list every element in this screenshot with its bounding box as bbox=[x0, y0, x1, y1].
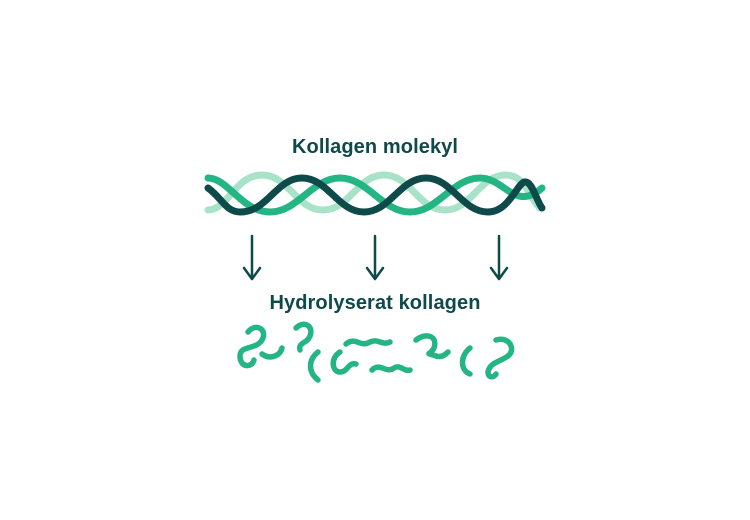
helix-strand-light bbox=[204, 171, 544, 214]
hydrolysed-collagen-label: Hydrolyserat kollagen bbox=[269, 292, 481, 314]
arrow-down-icon bbox=[489, 234, 509, 281]
collagen-molecule-label: Kollagen molekyl bbox=[291, 136, 459, 158]
helix-strand-green bbox=[204, 174, 546, 216]
peptide-fragment-icon bbox=[459, 345, 473, 377]
triple-helix-icon bbox=[204, 171, 546, 216]
peptide-fragment-icon bbox=[369, 364, 413, 374]
peptide-fragment-icon bbox=[413, 333, 451, 360]
peptide-fragments bbox=[237, 321, 515, 383]
arrow-down-icon bbox=[365, 234, 385, 281]
peptide-fragment-icon bbox=[307, 349, 321, 383]
peptide-fragment-icon bbox=[259, 345, 285, 360]
peptide-fragment-icon bbox=[237, 324, 267, 369]
arrow-down-icon bbox=[242, 234, 262, 281]
peptide-fragment-icon bbox=[343, 338, 393, 347]
helix-strand-dark bbox=[204, 174, 546, 216]
peptide-fragment-icon bbox=[330, 349, 359, 375]
arrows bbox=[242, 234, 509, 281]
peptide-fragment-icon bbox=[293, 321, 314, 353]
peptide-fragment-icon bbox=[485, 336, 515, 380]
